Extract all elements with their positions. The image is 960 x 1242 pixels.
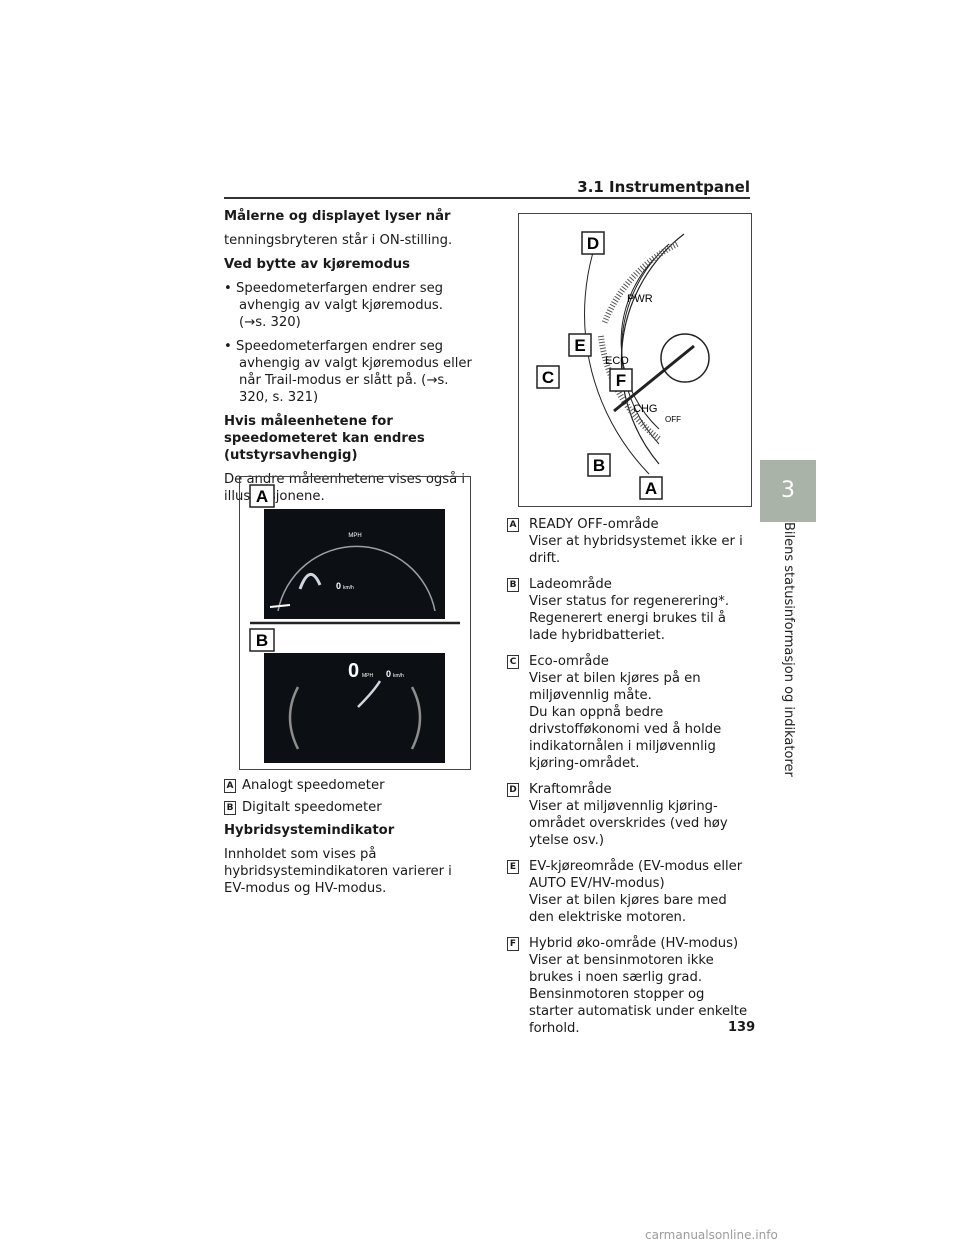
hybrid-label-c: C [542, 368, 554, 387]
eco-label: ECO [605, 355, 629, 367]
caption-b: B Digitalt speedometer [224, 800, 382, 815]
legend-text-e-1: Viser at bilen kjøres bare med den elekt… [529, 893, 727, 925]
legend-text-f-1: Viser at bensinmotoren ikke brukes i noe… [529, 953, 714, 985]
legend-item-c: C Eco-område Viser at bilen kjøres på en… [507, 653, 752, 772]
off-label: OFF [665, 415, 681, 424]
analog-kmh: km/h [343, 585, 354, 591]
legend-text-d-1: Viser at miljøvennlig kjøring-området ov… [529, 799, 728, 848]
analog-zero: 0 [336, 581, 341, 591]
header-rule [224, 197, 750, 199]
hybrid-label-f: F [616, 371, 626, 390]
legend-text-b-2: Regenerert energi brukes til å lade hybr… [529, 611, 726, 643]
legend-letter-f: F [507, 937, 519, 951]
caption-b-letter: B [224, 801, 236, 815]
heading-hybrid-indicator: Hybridsystemindikator [224, 823, 395, 838]
legend-item-f: F Hybrid øko-område (HV-modus) Viser at … [507, 935, 752, 1037]
para-ignition: tenningsbryteren står i ON-stilling. [224, 233, 453, 248]
legend-title-c: Eco-område [529, 654, 609, 669]
legend-text-f-2: Bensinmotoren stopper og starter automat… [529, 987, 748, 1036]
hybrid-indicator-illustration: D E C F B A PWR ECO CHG OFF [536, 231, 710, 500]
legend-text-c-2: Du kan oppnå bedre drivstofføkonomi ved … [529, 705, 722, 771]
chapter-title: Bilens statusinformasjon og indikatorer [781, 522, 796, 777]
bullet-2: • Speedometerfargen endrer seg avhengig … [224, 339, 472, 405]
heading-gauges-light: Målerne og displayet lyser når [224, 209, 451, 224]
legend-text-a-1: Viser at hybridsystemet ikke er i drift. [529, 534, 743, 566]
watermark: carmanualsonline.info [645, 1228, 778, 1242]
digital-kmh-zero: 0 [386, 669, 391, 679]
legend-item-a: A READY OFF-område Viser at hybridsystem… [507, 516, 752, 567]
legend-title-a: READY OFF-område [529, 517, 659, 532]
legend-letter-e: E [507, 860, 519, 874]
section-header: 3.1 Instrumentpanel [577, 178, 750, 196]
caption-b-text: Digitalt speedometer [242, 800, 382, 815]
legend-title-e: EV-kjøreområde (EV-modus eller AUTO EV/H… [529, 859, 743, 891]
page-number: 139 [728, 1020, 756, 1035]
heading-units: Hvis måleenhetene for speedometeret kan … [224, 414, 425, 463]
legend-item-d: D Kraftområde Viser at miljøvennlig kjør… [507, 781, 752, 849]
left-column: Målerne og displayet lyser når tenningsb… [224, 208, 474, 512]
legend-text-b-1: Viser status for regenerering*. [529, 594, 730, 609]
pwr-label: PWR [627, 293, 653, 305]
heading-drive-mode: Ved bytte av kjøremodus [224, 257, 411, 272]
hybrid-label-a: A [645, 479, 657, 498]
caption-a-text: Analogt speedometer [242, 778, 385, 793]
legend-item-e: E EV-kjøreområde (EV-modus eller AUTO EV… [507, 858, 752, 926]
legend-letter-a: A [507, 518, 519, 532]
chapter-tab: 3 [760, 460, 816, 522]
chg-label: CHG [633, 403, 657, 415]
digital-mph: MPH [362, 673, 374, 679]
legend-letter-b: B [507, 578, 519, 592]
hybrid-label-b: B [593, 456, 605, 475]
figure-label-a: A [256, 487, 268, 506]
legend-letter-c: C [507, 655, 519, 669]
mph-label: MPH [348, 533, 361, 539]
figure-label-b: B [256, 631, 268, 650]
hybrid-label-e: E [574, 336, 585, 355]
legend-title-b: Ladeområde [529, 577, 612, 592]
legend-title-f: Hybrid øko-område (HV-modus) [529, 936, 739, 951]
chapter-side-text: Bilens statusinformasjon og indikatorer [760, 522, 816, 792]
hybrid-indicator-figure: D E C F B A PWR ECO CHG OFF [518, 213, 752, 507]
digital-kmh: km/h [393, 673, 404, 679]
para-hybrid-indicator: Innholdet som vises på hybridsystemindik… [224, 847, 452, 896]
caption-a-letter: A [224, 779, 236, 793]
hybrid-label-d: D [587, 234, 599, 253]
speedometer-figure: A MPH 0 km/h B 0 MPH 0 km/h [239, 476, 471, 770]
legend-text-c-1: Viser at bilen kjøres på en miljøvennlig… [529, 671, 701, 703]
legend-letter-d: D [507, 783, 519, 797]
bullet-1: • Speedometerfargen endrer seg avhengig … [224, 281, 444, 330]
caption-a: A Analogt speedometer [224, 778, 385, 793]
legend-title-d: Kraftområde [529, 782, 612, 797]
legend-item-b: B Ladeområde Viser status for regenereri… [507, 576, 752, 644]
right-column: A READY OFF-område Viser at hybridsystem… [507, 516, 752, 1046]
speedometer-illustration: A MPH 0 km/h B 0 MPH 0 km/h [249, 484, 460, 763]
digital-zero: 0 [348, 660, 359, 682]
